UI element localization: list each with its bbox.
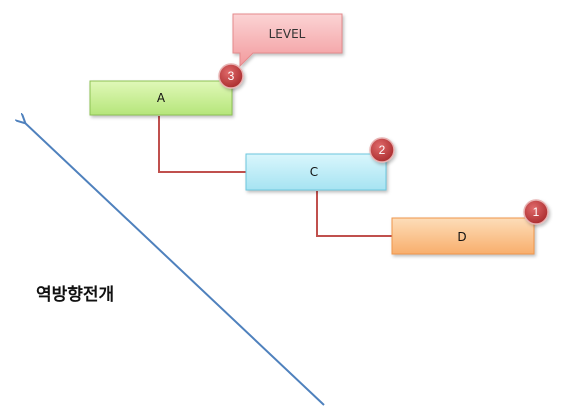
node-c-label: C — [310, 165, 318, 179]
node-a — [89, 80, 233, 116]
level-badge-c-label: 2 — [379, 143, 386, 157]
level-callout — [232, 13, 343, 68]
level-badge-a-label: 3 — [228, 69, 235, 83]
connector-a-c — [158, 116, 246, 173]
level-badge-d: 1 — [523, 199, 549, 225]
node-d-label: D — [457, 230, 466, 244]
level-badge-c: 2 — [369, 137, 395, 163]
connector-c-d — [316, 191, 392, 237]
level-callout-label: LEVEL — [269, 27, 306, 41]
reverse-expansion-label: 역방향전개 — [36, 284, 114, 305]
level-badge-d-label: 1 — [533, 205, 540, 219]
node-d — [391, 217, 535, 255]
level-badge-a: 3 — [218, 63, 244, 89]
node-c — [245, 153, 387, 191]
reverse-direction-arrow — [24, 122, 325, 406]
node-a-label: A — [157, 91, 166, 105]
